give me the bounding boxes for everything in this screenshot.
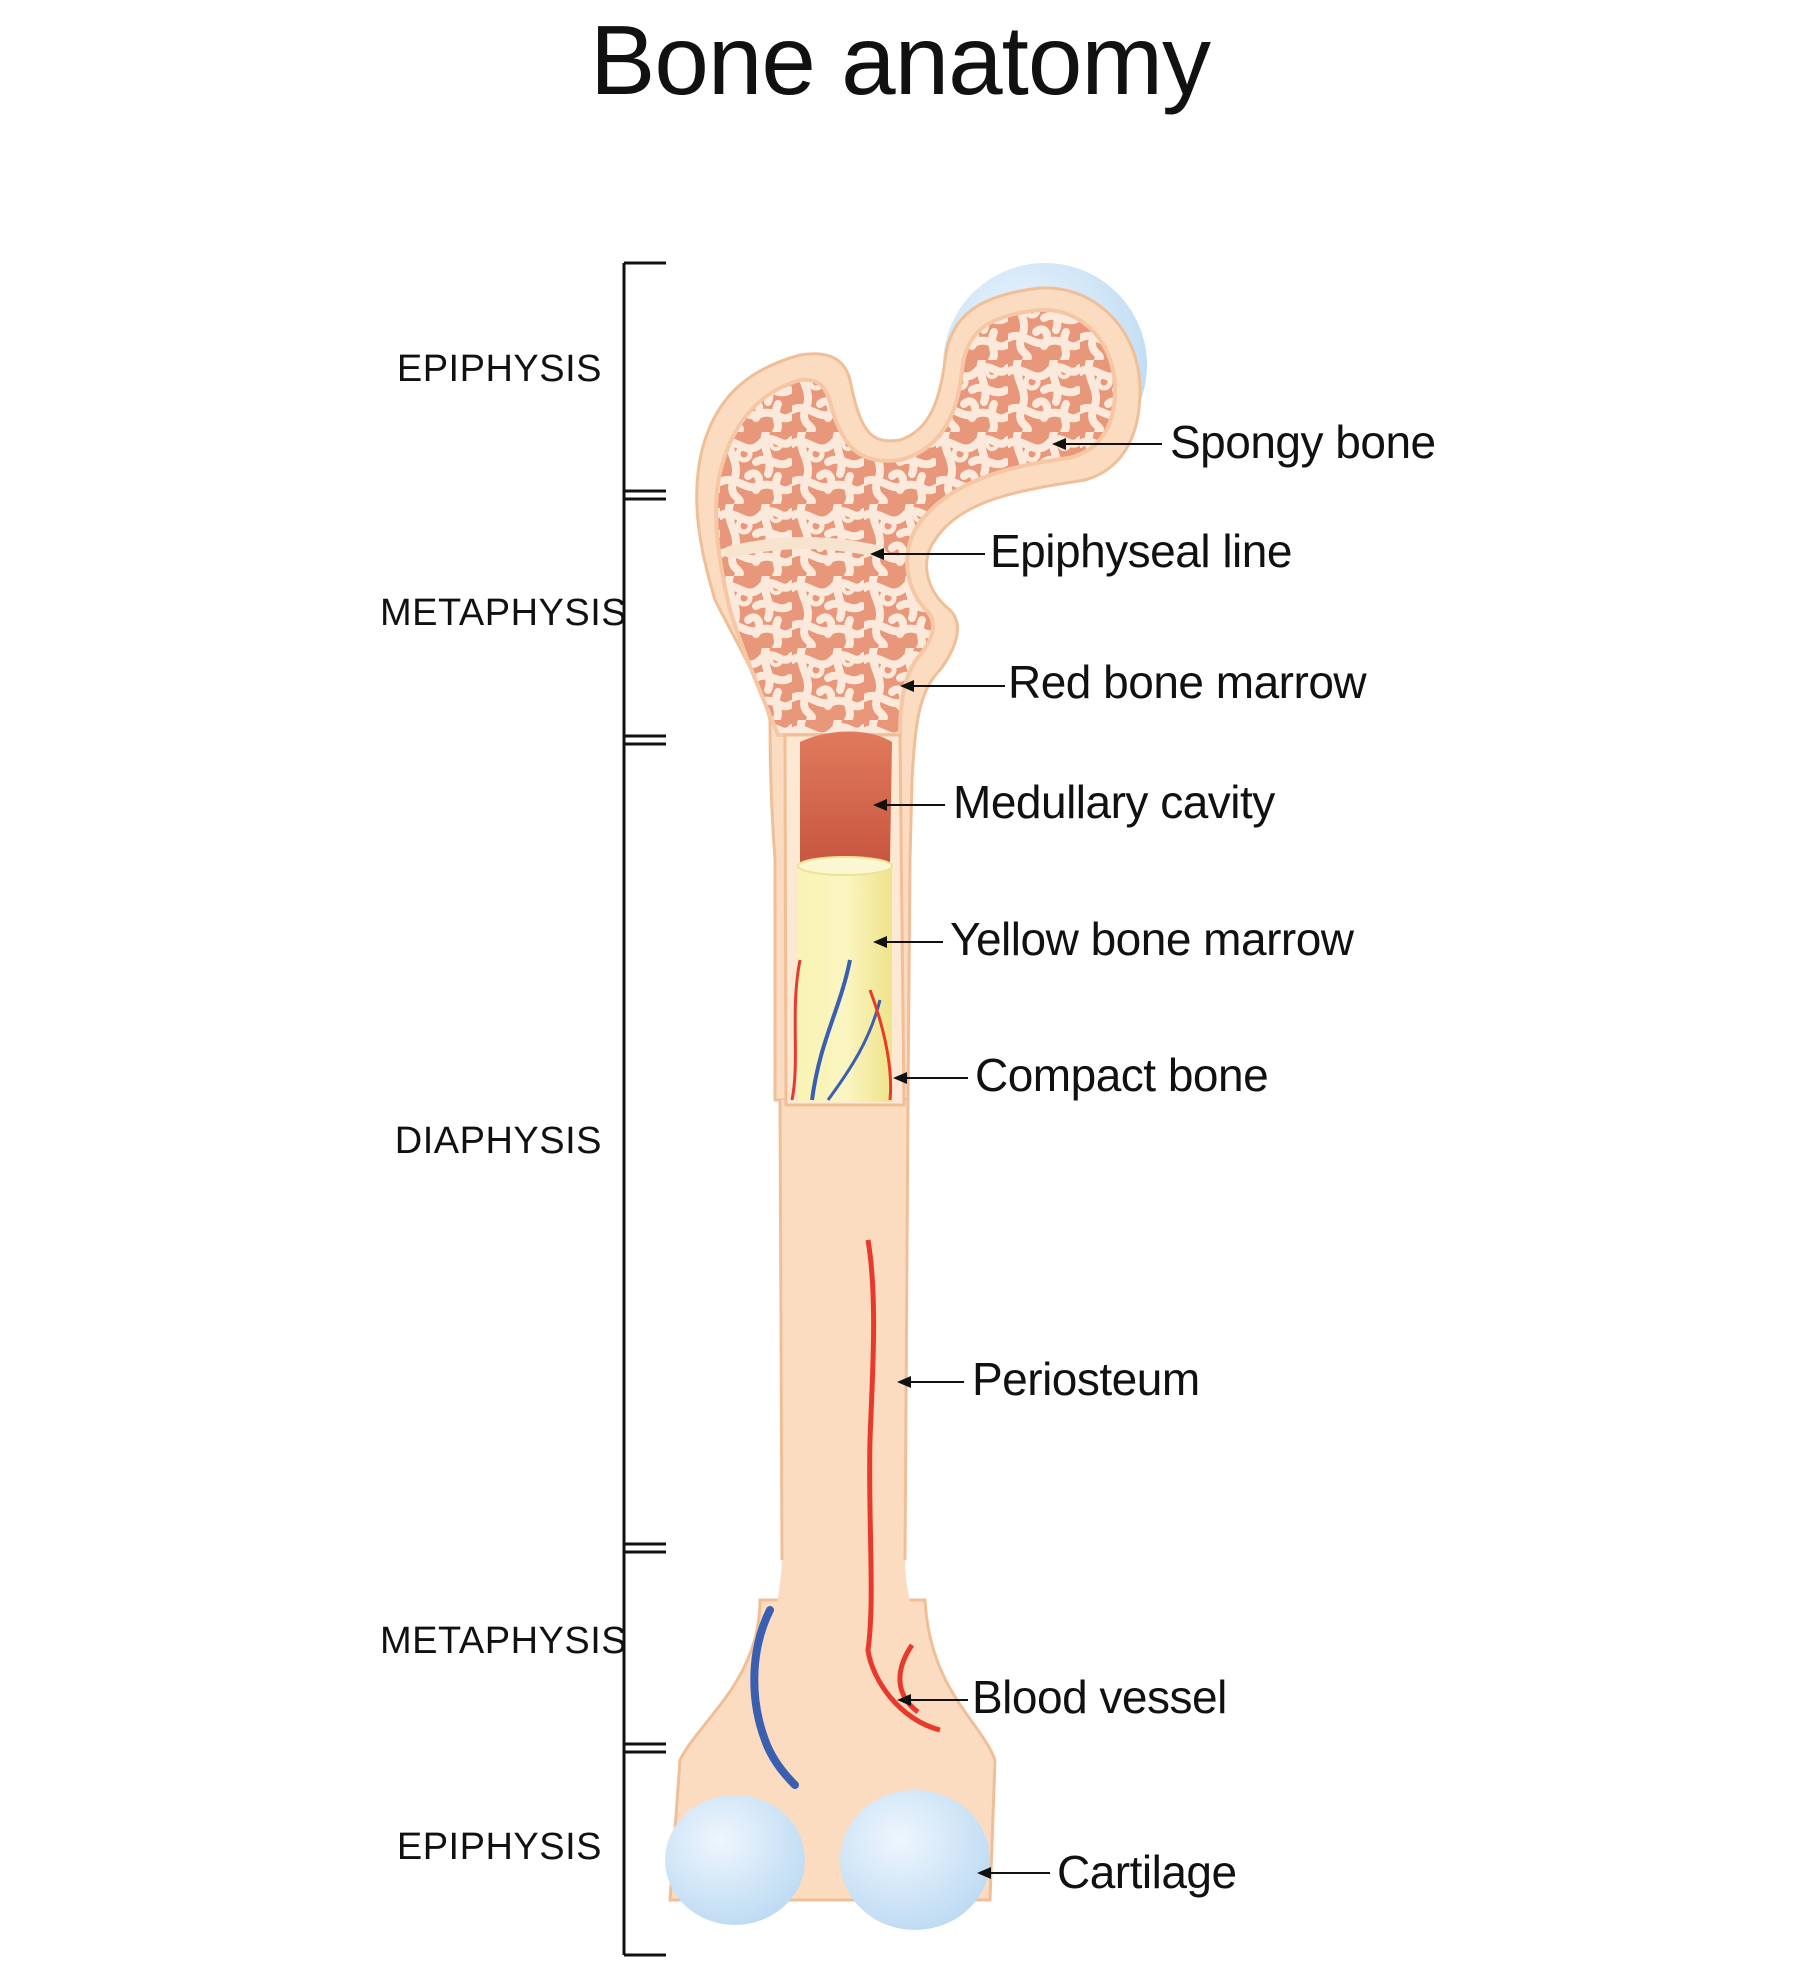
label-red-bone-marrow: Red bone marrow bbox=[1008, 656, 1367, 708]
vein-bottom bbox=[750, 1606, 799, 1789]
leader-arrowhead bbox=[897, 1694, 911, 1706]
leader-lines bbox=[870, 438, 1162, 1879]
leader-arrowhead bbox=[977, 1867, 991, 1879]
region-metaphysis-bottom: METAPHYSIS bbox=[380, 1620, 628, 1662]
bone-shaft bbox=[760, 1100, 930, 1660]
region-epiphysis-top: EPIPHYSIS bbox=[396, 348, 602, 390]
label-compact-bone: Compact bone bbox=[975, 1049, 1269, 1101]
cartilage-left bbox=[665, 1795, 805, 1925]
label-cartilage: Cartilage bbox=[1057, 1846, 1237, 1898]
leader-arrowhead bbox=[900, 680, 914, 692]
label-spongy-bone: Spongy bone bbox=[1170, 416, 1436, 468]
leader-arrowhead bbox=[873, 936, 887, 948]
region-diaphysis: DIAPHYSIS bbox=[394, 1120, 602, 1162]
periosteum-artery bbox=[865, 1239, 941, 1733]
spongy-bone-area bbox=[714, 307, 1118, 737]
region-epiphysis-bottom: EPIPHYSIS bbox=[396, 1826, 602, 1868]
leader-arrowhead bbox=[897, 1376, 911, 1388]
leader-arrowhead bbox=[893, 1072, 907, 1084]
label-blood-vessel: Blood vessel bbox=[972, 1671, 1227, 1723]
leader-arrowhead bbox=[1052, 438, 1066, 450]
page-title: Bone anatomy bbox=[590, 5, 1211, 115]
leader-arrowhead bbox=[873, 799, 887, 811]
label-medullary-cavity: Medullary cavity bbox=[953, 776, 1275, 828]
epiphyseal-line-mark bbox=[724, 537, 886, 558]
region-brackets bbox=[622, 261, 666, 1957]
region-metaphysis-top: METAPHYSIS bbox=[380, 592, 628, 634]
label-yellow-bone-marrow: Yellow bone marrow bbox=[950, 913, 1354, 965]
medullary-cavity-area bbox=[800, 731, 892, 862]
cartilage-right bbox=[840, 1790, 990, 1930]
label-periosteum: Periosteum bbox=[972, 1353, 1200, 1405]
leader-arrowhead bbox=[870, 548, 884, 560]
label-epiphyseal-line: Epiphyseal line bbox=[990, 525, 1292, 577]
